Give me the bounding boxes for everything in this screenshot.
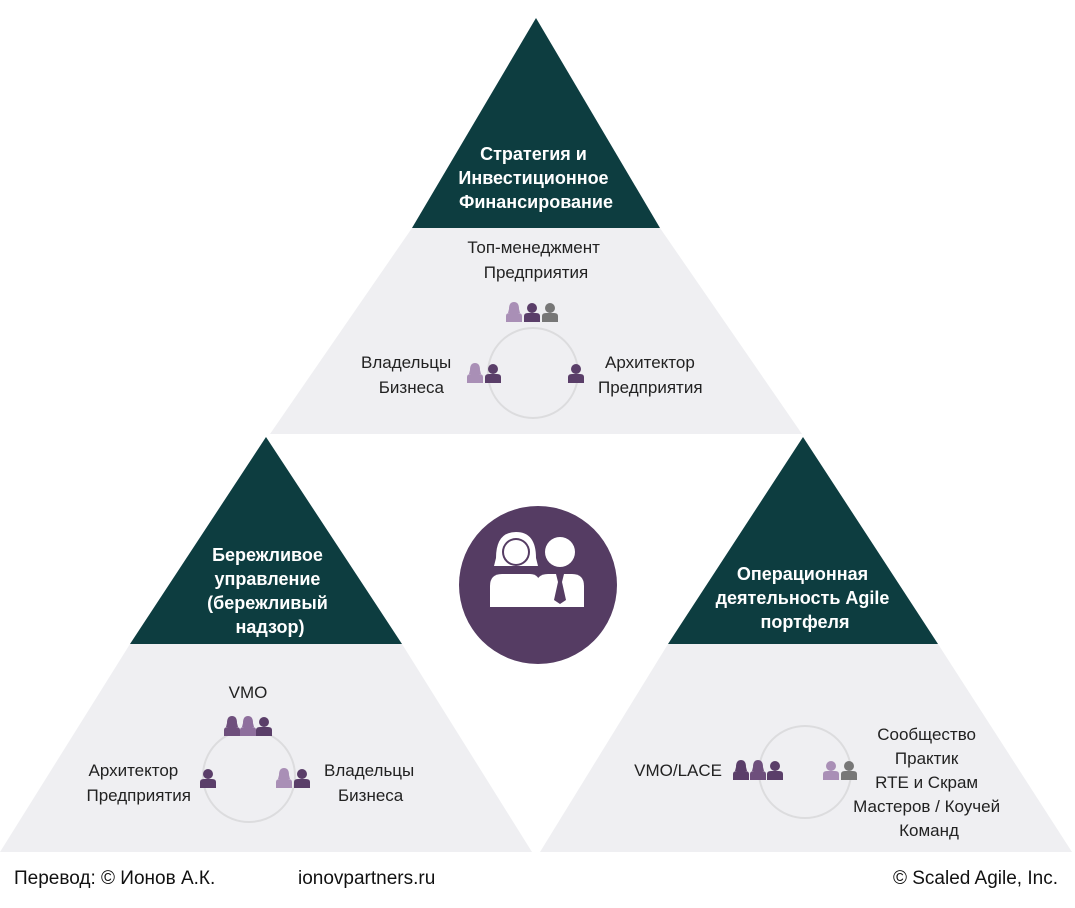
footer-translation: Перевод: © Ионов А.К. [14, 868, 215, 889]
left-apex [130, 437, 402, 644]
right-panel [540, 644, 1072, 852]
top-role-architect: Архитектор Предприятия [598, 353, 703, 397]
right-role-community: Сообщество Практик RTE и Скрам Мастеров … [853, 725, 1005, 840]
right-apex-title: Операционная деятельность Agile портфеля [716, 564, 895, 632]
top-apex-title: Стратегия и Инвестиционное Финансировани… [458, 144, 613, 212]
people-icon [490, 532, 584, 607]
right-role-vmo-lace: VMO/LACE [634, 761, 722, 780]
right-apex [668, 437, 938, 644]
top-role-executives: Топ-менеджмент Предприятия [467, 238, 604, 282]
top-apex [412, 18, 660, 228]
left-triangle: Бережливое управление (бережливый надзор… [0, 437, 532, 852]
left-apex-title: Бережливое управление (бережливый надзор… [207, 545, 333, 637]
left-role-vmo: VMO [229, 683, 268, 702]
footer-copyright: © Scaled Agile, Inc. [893, 868, 1058, 889]
left-role-business-owners: Владельцы Бизнеса [324, 761, 419, 805]
top-panel [270, 228, 802, 434]
group-icon [506, 302, 558, 322]
right-triangle: Операционная деятельность Agile портфеля… [540, 437, 1072, 852]
top-triangle: Стратегия и Инвестиционное Финансировани… [270, 18, 802, 434]
group-icon [224, 716, 272, 736]
left-role-architect: Архитектор Предприятия [86, 761, 191, 805]
group-icon [733, 760, 783, 780]
left-panel [0, 644, 532, 852]
top-role-business-owners: Владельцы Бизнеса [361, 353, 456, 397]
footer-site: ionovpartners.ru [298, 868, 435, 889]
center-people-icon [459, 506, 617, 664]
